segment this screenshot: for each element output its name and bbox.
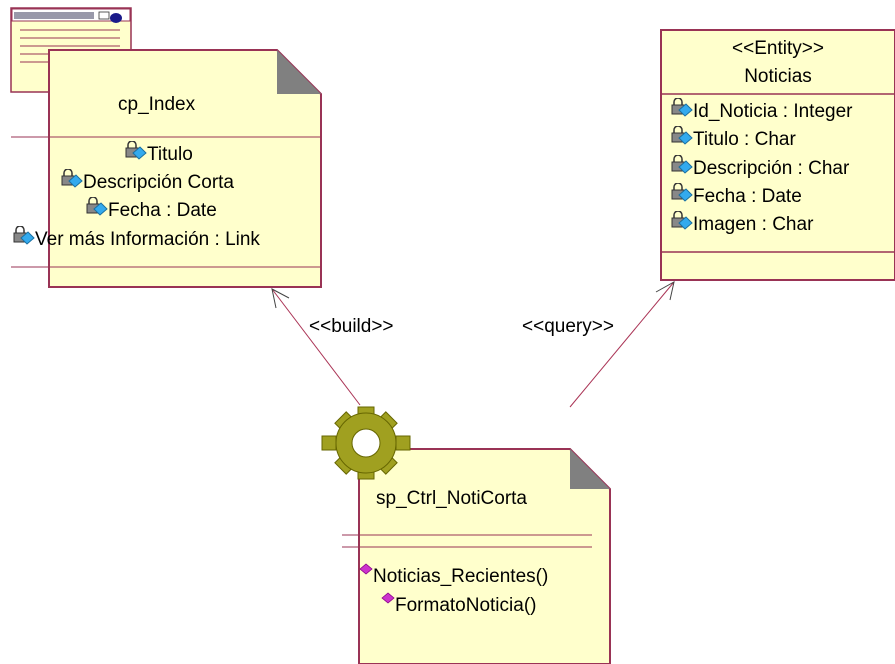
cp-index-name: cp_Index — [118, 94, 196, 115]
cp-index-attribute: Titulo — [123, 141, 193, 169]
sp-ctrl-operation-label: Noticias_Recientes() — [373, 566, 549, 587]
attribute-lock-icon — [669, 183, 693, 207]
operation-icon — [359, 563, 373, 583]
query-label: <<query>> — [522, 316, 614, 337]
attribute-lock-icon — [11, 226, 35, 250]
noticias-attribute: Id_Noticia : Integer — [669, 98, 852, 126]
cp-index-attribute-label: Ver más Información : Link — [35, 229, 260, 250]
attribute-lock-icon — [669, 98, 693, 122]
noticias-attribute-label: Fecha : Date — [693, 186, 802, 207]
noticias-box[interactable] — [660, 29, 895, 281]
sp-ctrl-operation: FormatoNoticia() — [381, 592, 536, 620]
attribute-lock-icon — [59, 169, 83, 193]
operation-icon — [381, 592, 395, 612]
cp-index-attribute: Fecha : Date — [84, 197, 217, 225]
query-dependency[interactable] — [569, 281, 675, 408]
sp-ctrl-operation-label: FormatoNoticia() — [395, 595, 537, 616]
cp-index-attribute-label: Descripción Corta — [83, 172, 234, 193]
cp-index-box[interactable] — [11, 49, 322, 288]
cp-index-attribute: Ver más Información : Link — [11, 226, 260, 254]
gear-icon — [321, 406, 411, 480]
noticias-stereotype: <<Entity>> — [732, 38, 824, 59]
noticias-attribute-label: Descripción : Char — [693, 158, 850, 179]
attribute-lock-icon — [123, 141, 147, 165]
attribute-lock-icon — [669, 155, 693, 179]
noticias-attribute: Titulo : Char — [669, 126, 796, 154]
cp-index-attribute-label: Titulo — [147, 144, 193, 165]
sp-ctrl-name: sp_Ctrl_NotiCorta — [376, 488, 527, 509]
attribute-lock-icon — [84, 197, 108, 221]
noticias-attribute: Imagen : Char — [669, 211, 813, 239]
noticias-attribute: Fecha : Date — [669, 183, 802, 211]
attribute-lock-icon — [669, 126, 693, 150]
cp-index-attribute: Descripción Corta — [59, 169, 234, 197]
build-label: <<build>> — [309, 316, 394, 337]
build-dependency[interactable] — [271, 288, 361, 406]
sp-ctrl-operation: Noticias_Recientes() — [359, 563, 548, 591]
sp-ctrl-box[interactable] — [342, 448, 611, 664]
noticias-attribute: Descripción : Char — [669, 155, 849, 183]
noticias-attribute-label: Imagen : Char — [693, 214, 814, 235]
attribute-lock-icon — [669, 211, 693, 235]
noticias-attribute-label: Id_Noticia : Integer — [693, 101, 853, 122]
cp-index-attribute-label: Fecha : Date — [108, 200, 217, 221]
noticias-name: Noticias — [744, 66, 812, 87]
noticias-attribute-label: Titulo : Char — [693, 129, 796, 150]
